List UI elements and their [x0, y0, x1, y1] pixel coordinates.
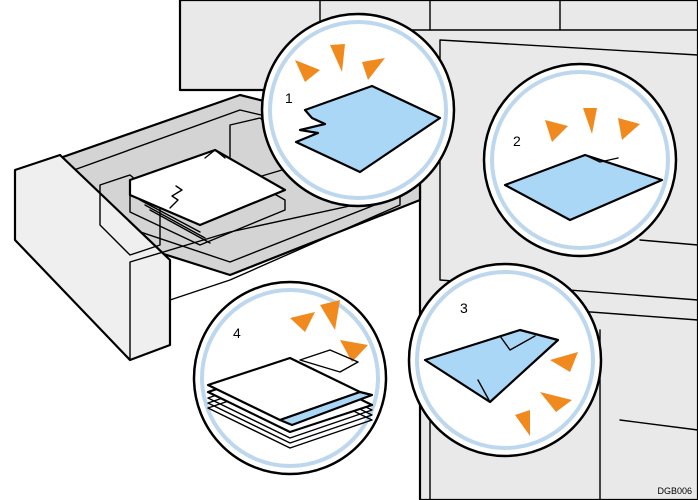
burst-1-marks: [295, 44, 385, 82]
callout-circle-3: 3: [407, 262, 603, 458]
burst-4-marks: [290, 300, 368, 362]
burst-3-marks: [515, 352, 578, 436]
callout-circle-1: 1: [260, 12, 456, 208]
callout-circle-4: 4: [192, 280, 388, 476]
callout-circle-2: 2: [482, 62, 678, 258]
callout-number-2: 2: [513, 133, 521, 149]
burst-2-marks: [545, 108, 640, 142]
callout-number-1: 1: [285, 90, 293, 106]
figure-code: DGB006: [657, 486, 692, 496]
torn-paper: [294, 84, 442, 174]
stack-envelope: [278, 390, 374, 427]
callout-number-3: 3: [460, 300, 468, 316]
callout-number-4: 4: [233, 325, 241, 341]
drawer-paper-stack: [128, 148, 287, 246]
folded-paper: [503, 153, 664, 222]
stacked-paper: [206, 349, 374, 449]
envelope: [423, 328, 560, 404]
